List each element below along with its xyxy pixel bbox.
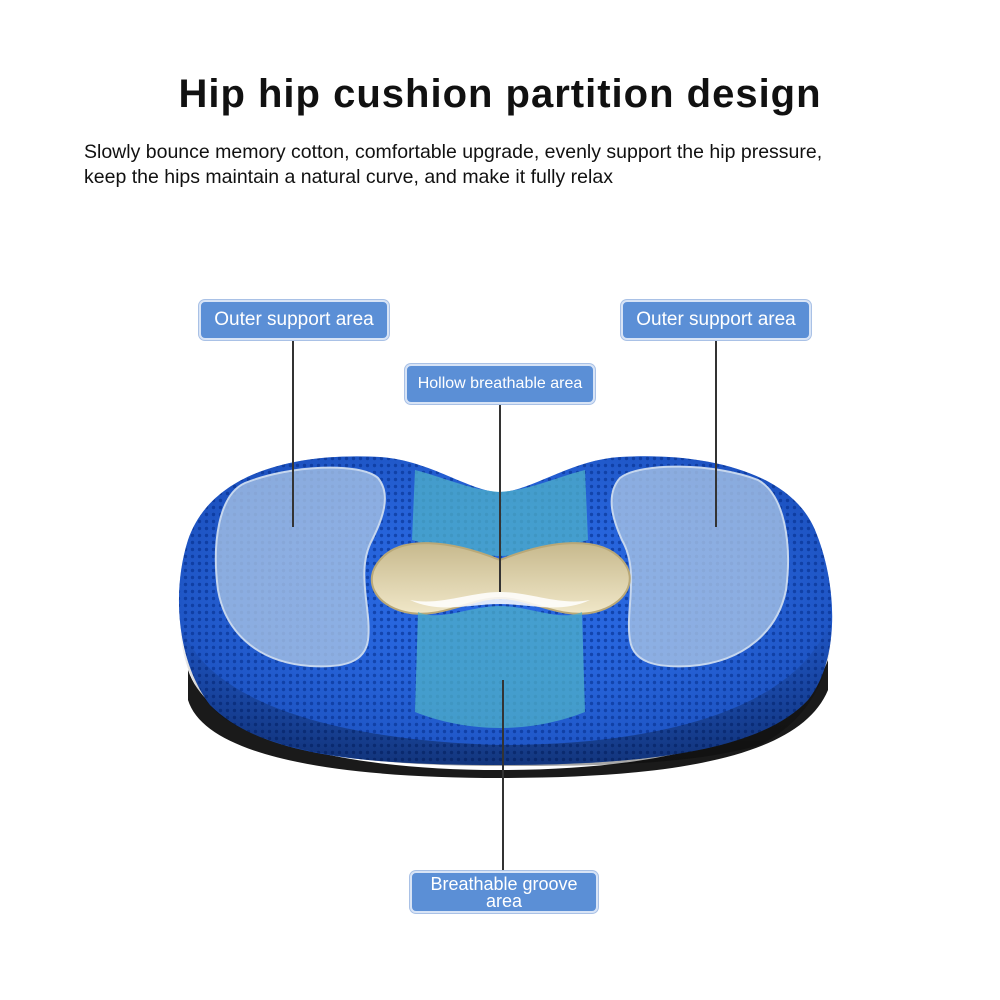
zone-groove-bottom — [415, 606, 585, 728]
label-outer-support-left: Outer support area — [199, 300, 389, 340]
page-title: Hip hip cushion partition design — [178, 72, 822, 116]
zone-outer-right — [610, 465, 789, 668]
label-hollow-breathable: Hollow breathable area — [405, 364, 595, 404]
zone-outer-left — [214, 466, 386, 668]
label-outer-support-right: Outer support area — [621, 300, 811, 340]
page-description: Slowly bounce memory cotton, comfortable… — [84, 140, 964, 190]
label-breathable-groove: Breathable groove area — [410, 871, 598, 913]
description-line-2: keep the hips maintain a natural curve, … — [84, 166, 613, 188]
description-line-1: Slowly bounce memory cotton, comfortable… — [84, 141, 823, 163]
